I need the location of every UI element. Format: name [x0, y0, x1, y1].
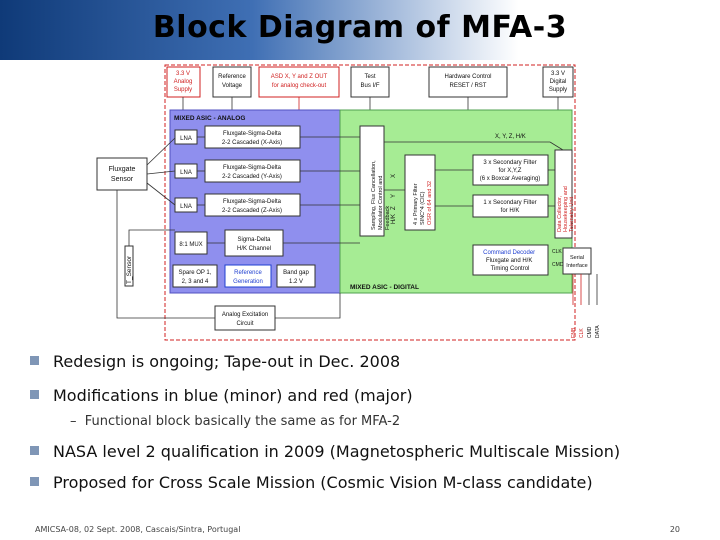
axis-label-x: X — [391, 174, 397, 178]
primary-filter-block — [404, 154, 436, 231]
primary-filter-label: 4 x Primary Filter SINC^4 (CIC) OSR of 6… — [413, 181, 433, 225]
serial-interface-block — [562, 247, 592, 275]
sub-bullet-item: – Functional block basically the same as… — [70, 414, 401, 429]
bullet-item: Modifications in blue (minor) and red (m… — [30, 386, 413, 405]
lna-z-label: LNA — [180, 204, 192, 210]
command-decoder-block — [472, 244, 549, 276]
bullet-marker — [30, 390, 39, 399]
axis-labels: X Y Z H/K — [391, 174, 397, 224]
xyz-hk-label: X, Y, Z, H/K — [495, 134, 526, 140]
clk-label: CLK — [552, 249, 562, 255]
lna-x-label: LNA — [180, 136, 192, 142]
digital-supply-block — [542, 66, 574, 98]
sensor-connectors — [116, 137, 215, 319]
data-collector-label: Data Collector, Housekeeping and Telemet… — [557, 185, 575, 232]
serial-signal-clk: CLK — [579, 328, 585, 338]
asd-out-block — [258, 66, 340, 98]
bandgap-block — [276, 264, 316, 288]
lna-blocks: LNA LNA LNA — [174, 129, 198, 213]
bullet-item: Redesign is ongoing; Tape-out in Dec. 20… — [30, 352, 400, 371]
bullet-marker — [30, 446, 39, 455]
analog-region-label: MIXED ASIC - ANALOG — [174, 115, 245, 122]
converter-connectors — [197, 136, 360, 206]
mux-label: 8:1 MUX — [179, 242, 202, 248]
command-decoder-label: Command Decoder Fluxgate and H/K Timing … — [483, 250, 537, 272]
cmd-label: CMD — [552, 262, 564, 268]
top-connectors — [182, 97, 559, 110]
reference-voltage-block — [212, 66, 252, 98]
secondary-filter-xyz-block — [472, 154, 549, 186]
bullet-marker — [30, 356, 39, 365]
bullet-text: Redesign is ongoing; Tape-out in Dec. 20… — [53, 352, 401, 371]
bullet-text: Proposed for Cross Scale Mission (Cosmic… — [53, 473, 593, 492]
axis-label-hk: H/K — [391, 214, 397, 224]
fluxgate-sensor — [96, 157, 148, 191]
lna-y-label: LNA — [180, 170, 192, 176]
data-collector-block — [554, 149, 573, 239]
spare-op-block — [172, 264, 218, 288]
excitation-feedback-line — [275, 293, 341, 319]
bullet-marker — [30, 477, 39, 486]
digital-region-label: MIXED ASIC - DIGITAL — [350, 284, 419, 291]
hardware-control-block — [428, 66, 508, 98]
spare-op-label: Spare OP 1,2, 3 and 4 — [179, 270, 212, 285]
serial-signal-enb: ENB — [571, 327, 577, 338]
bullet-text: Modifications in blue (minor) and red (m… — [53, 386, 413, 405]
test-bus-block — [350, 66, 390, 98]
sigma-delta-hk-block — [224, 229, 284, 257]
bullet-item: NASA level 2 qualification in 2009 (Magn… — [30, 442, 620, 461]
bullet-text: NASA level 2 qualification in 2009 (Magn… — [53, 442, 621, 461]
sampling-label: Sampling, Flux Cancellation, Modulator C… — [371, 159, 391, 230]
sampling-block — [359, 125, 385, 237]
axis-label-y: Y — [391, 194, 397, 198]
title-bar — [0, 0, 720, 60]
serial-signal-data: DATA — [595, 325, 601, 338]
page-number: 20 — [669, 525, 680, 534]
slide-title: Block Diagram of MFA-3 — [152, 10, 568, 45]
bullet-item: Proposed for Cross Scale Mission (Cosmic… — [30, 473, 593, 492]
serial-signals: ENB CLK CMD DATA — [571, 274, 601, 338]
t-sensor-label: T_Sensor — [126, 255, 133, 284]
axis-label-z: Z — [391, 206, 397, 210]
serial-signal-cmd: CMD — [587, 326, 593, 338]
slide-footer: AMICSA-08, 02 Sept. 2008, Cascais/Sintra… — [35, 525, 241, 534]
analog-supply-block — [166, 66, 201, 98]
sub-bullet-text: Functional block basically the same as f… — [84, 414, 401, 429]
reference-generation-block — [224, 264, 272, 288]
